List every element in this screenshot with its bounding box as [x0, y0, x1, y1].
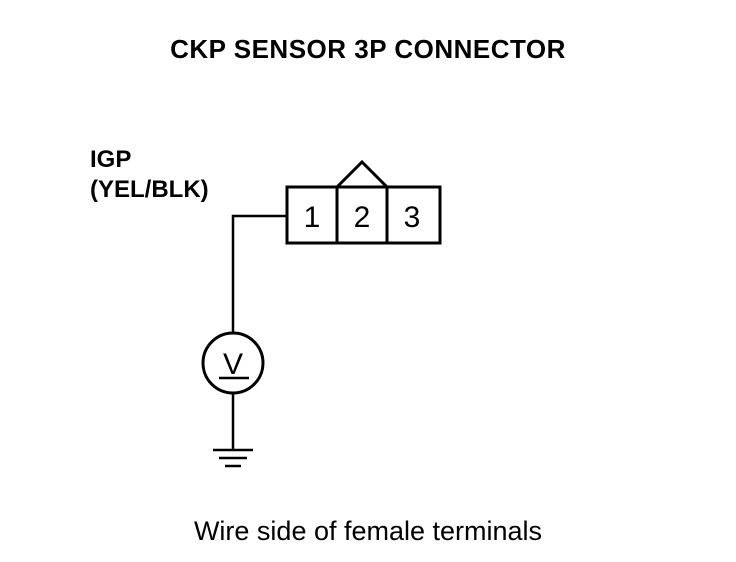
ground-icon	[213, 448, 253, 468]
wire-signal-label: IGP	[90, 146, 132, 173]
diagram-caption: Wire side of female terminals	[193, 516, 543, 546]
pin-3-label: 3	[404, 201, 421, 234]
wire-color-label: (YEL/BLK)	[90, 176, 209, 203]
probe-wire	[231, 214, 287, 334]
voltmeter-symbol: V	[223, 348, 243, 381]
pin-2-label: 2	[354, 201, 371, 234]
connector-lock-tab	[335, 159, 389, 189]
diagram-title: CKP SENSOR 3P CONNECTOR	[170, 34, 566, 64]
pin-1-label: 1	[304, 201, 321, 234]
